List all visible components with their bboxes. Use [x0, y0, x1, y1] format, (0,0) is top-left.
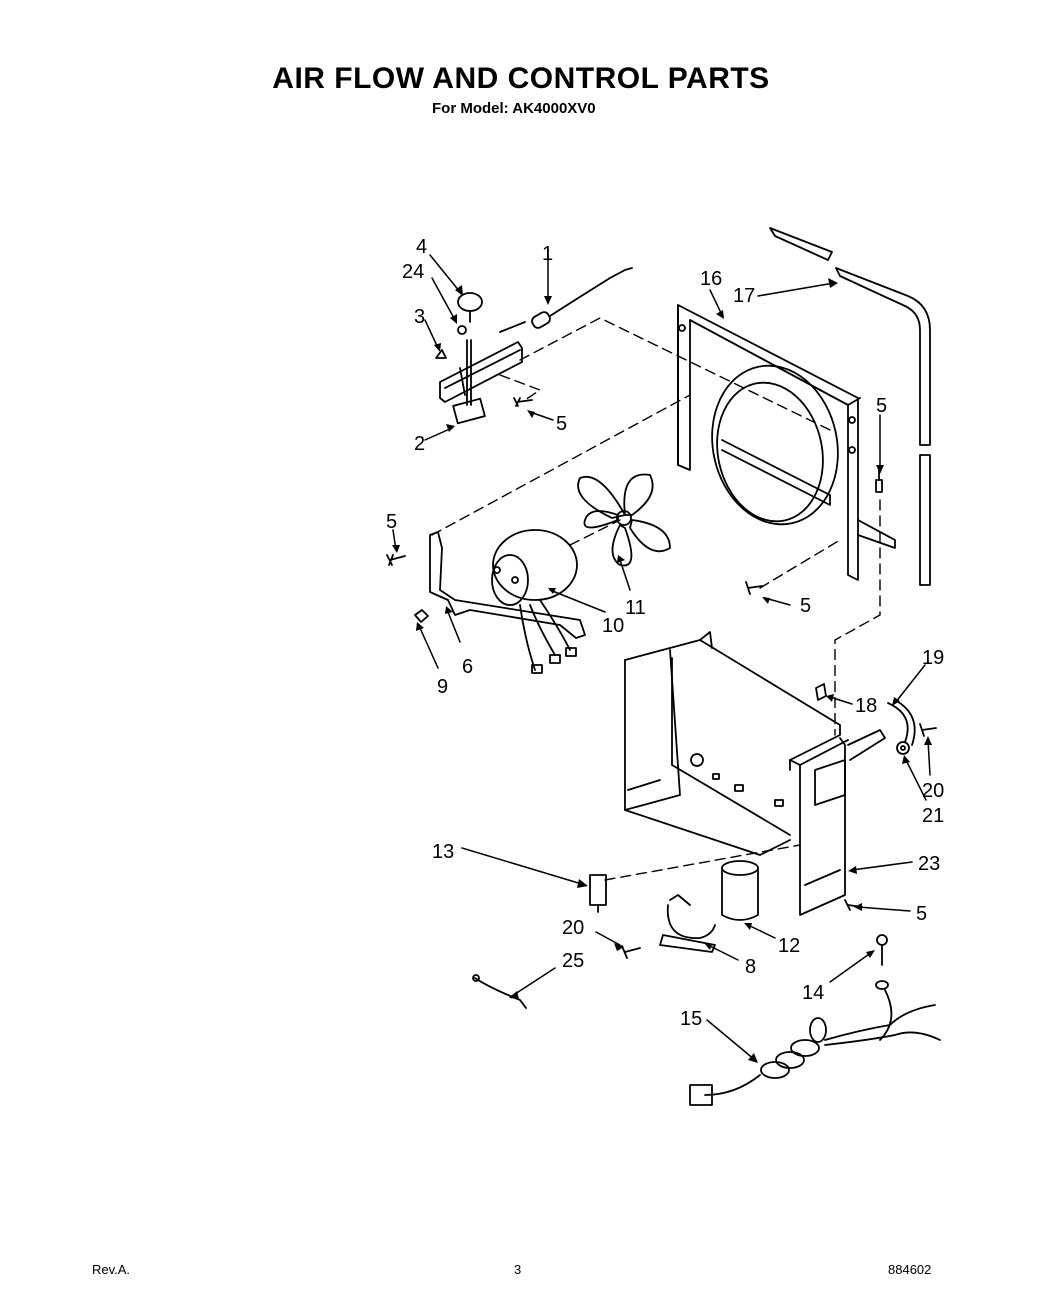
callout-19: 19 [922, 647, 944, 669]
part-wire-tie [472, 974, 527, 1009]
part-relay [589, 874, 607, 913]
callout-20-right: 20 [922, 780, 944, 802]
callout-13: 13 [432, 841, 454, 863]
callout-5-bracket: 5 [556, 413, 567, 435]
callout-10: 10 [602, 615, 624, 637]
callout-17: 17 [733, 285, 755, 307]
part-ground-screw [875, 934, 889, 990]
callout-9: 9 [437, 676, 448, 698]
part-base-pan [624, 631, 886, 916]
callout-arrowheads [392, 278, 932, 1063]
callout-1: 1 [542, 243, 553, 265]
callout-15: 15 [680, 1008, 702, 1030]
callout-25: 25 [562, 950, 584, 972]
callout-18: 18 [855, 695, 877, 717]
part-screw-lower [621, 945, 641, 959]
callout-5-motor: 5 [386, 511, 397, 533]
callout-5-pan: 5 [916, 903, 927, 925]
callout-2: 2 [414, 433, 425, 455]
document-number: 884602 [888, 1262, 932, 1277]
callout-8: 8 [745, 956, 756, 978]
callout-23: 23 [918, 853, 940, 875]
revision-label: Rev.A. [92, 1262, 131, 1277]
callout-12: 12 [778, 935, 800, 957]
callout-5-shroud-lower: 5 [800, 595, 811, 617]
model-subtitle: For Model: AK4000XV0 [432, 100, 596, 117]
page-number: 3 [514, 1262, 522, 1277]
callout-labels: 1 4 24 3 2 5 5 9 6 10 11 16 17 5 5 18 19… [386, 236, 944, 1030]
callout-14: 14 [802, 982, 824, 1004]
part-shroud-panel [677, 304, 896, 581]
assembly-guide-lines [431, 317, 881, 881]
callout-4: 4 [416, 236, 427, 258]
part-seal-strips [769, 227, 931, 586]
callout-6: 6 [462, 656, 473, 678]
part-fan-blade [577, 473, 671, 567]
callout-5-shroud: 5 [876, 395, 887, 417]
part-power-cord [689, 989, 941, 1106]
callout-11: 11 [625, 597, 646, 619]
part-clip-washer [887, 699, 916, 755]
page-title: AIR FLOW AND CONTROL PARTS [272, 62, 770, 95]
callout-3: 3 [414, 306, 425, 328]
part-screws [386, 397, 937, 911]
part-control-bracket [435, 267, 633, 425]
part-capacitor [659, 860, 759, 953]
callout-24: 24 [402, 261, 424, 283]
part-motor-bracket [414, 529, 586, 674]
callout-16: 16 [700, 268, 722, 290]
callout-20-lower: 20 [562, 917, 584, 939]
callout-21: 21 [922, 805, 944, 827]
